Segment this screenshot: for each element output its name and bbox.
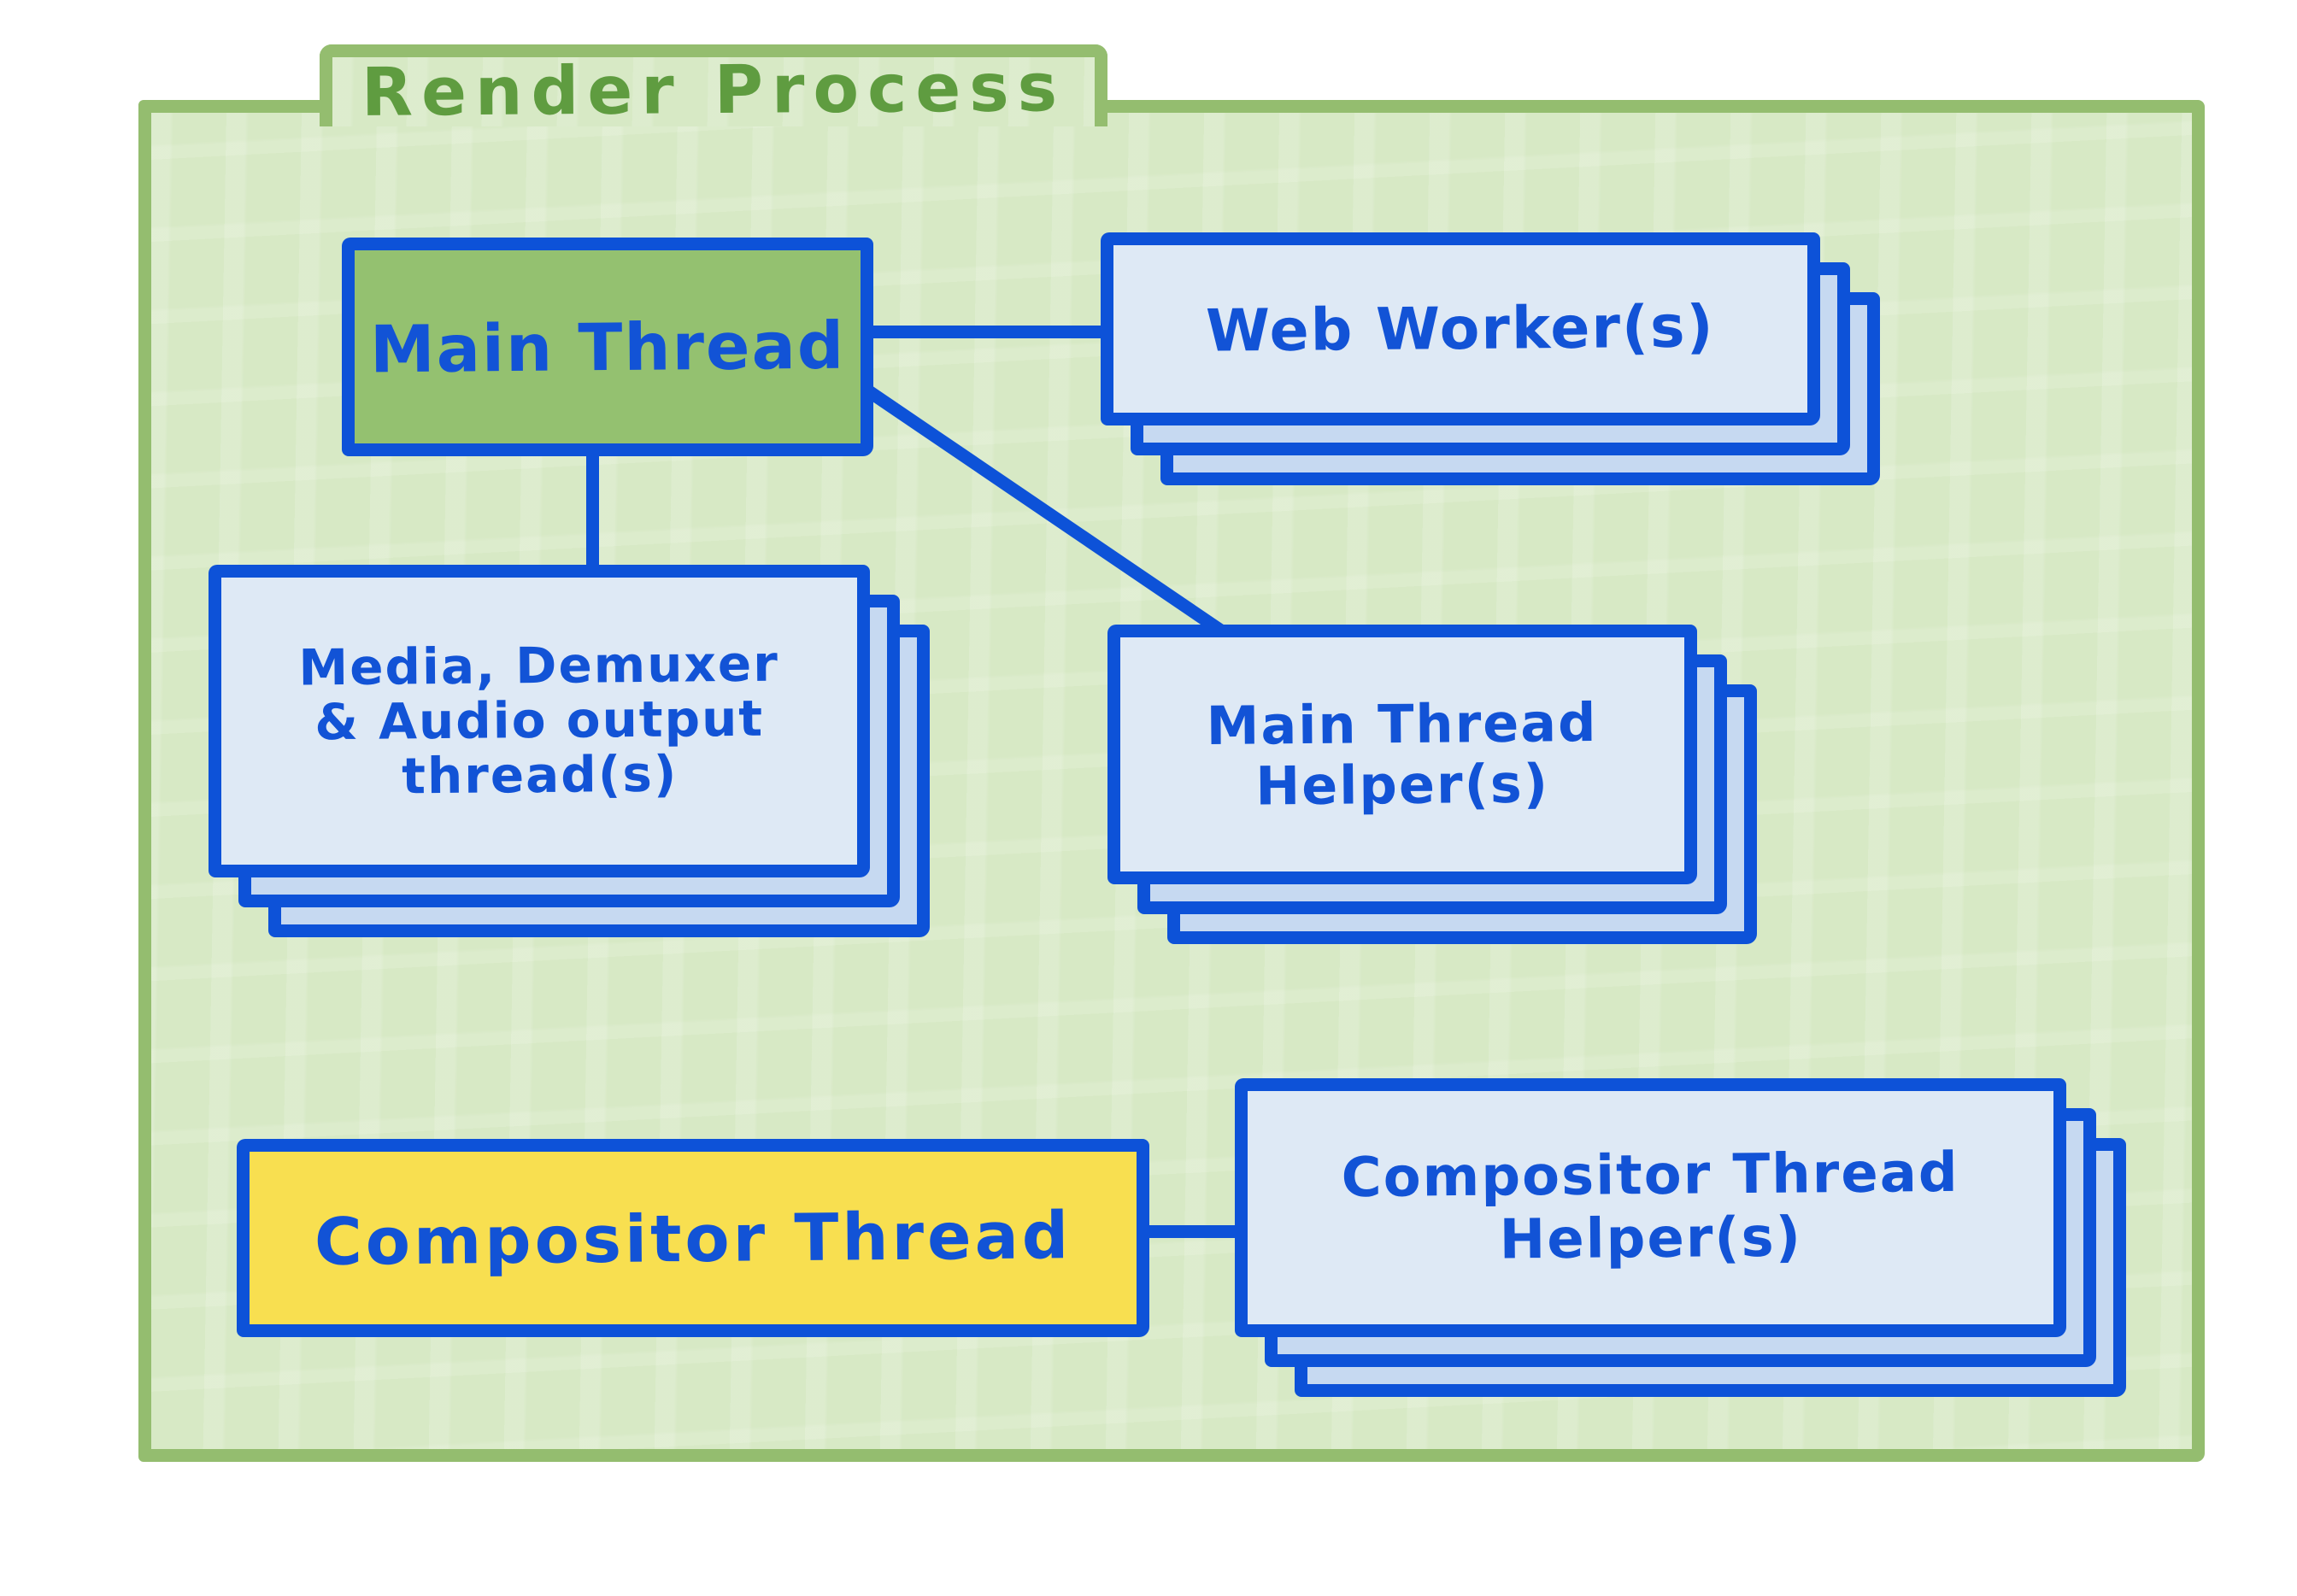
node-compositor-thread-label: Compositor Thread bbox=[314, 1196, 1072, 1280]
node-main-thread-helpers-line-2: Helper(s) bbox=[1255, 752, 1550, 818]
stack-card-front: Compositor Thread Helper(s) bbox=[1235, 1078, 2066, 1337]
node-media-threads-label: Media, Demuxer & Audio output thread(s) bbox=[297, 634, 780, 806]
node-main-thread-helpers-label: Main Thread Helper(s) bbox=[1206, 690, 1598, 818]
node-main-thread: Main Thread bbox=[342, 238, 873, 456]
node-media-threads-line-2: & Audio output bbox=[314, 689, 765, 752]
node-main-thread-label: Main Thread bbox=[369, 307, 846, 387]
node-compositor-thread-helpers-label: Compositor Thread Helper(s) bbox=[1341, 1141, 1959, 1273]
node-web-workers-label: Web Worker(s) bbox=[1205, 292, 1716, 366]
node-compositor-thread-helpers-line-1: Compositor Thread bbox=[1341, 1141, 1959, 1211]
node-media-threads-line-1: Media, Demuxer bbox=[297, 634, 779, 697]
render-process-tab bbox=[320, 44, 1107, 126]
edge-main-thread-to-media-threads bbox=[586, 440, 599, 581]
stack-card-front: Media, Demuxer & Audio output thread(s) bbox=[209, 565, 870, 877]
diagram-title: Render Process bbox=[361, 50, 1066, 132]
node-main-thread-helpers-line-1: Main Thread bbox=[1206, 690, 1598, 757]
node-media-threads-line-3: thread(s) bbox=[401, 744, 679, 806]
node-compositor-thread: Compositor Thread bbox=[237, 1139, 1149, 1337]
node-compositor-thread-helpers-line-2: Helper(s) bbox=[1499, 1205, 1803, 1272]
stack-card-front: Main Thread Helper(s) bbox=[1107, 625, 1697, 884]
stack-card-front: Web Worker(s) bbox=[1101, 232, 1820, 425]
edge-main-thread-to-web-workers bbox=[856, 326, 1113, 338]
edge-compositor-thread-to-compositor-thread-helpers bbox=[1139, 1225, 1254, 1238]
